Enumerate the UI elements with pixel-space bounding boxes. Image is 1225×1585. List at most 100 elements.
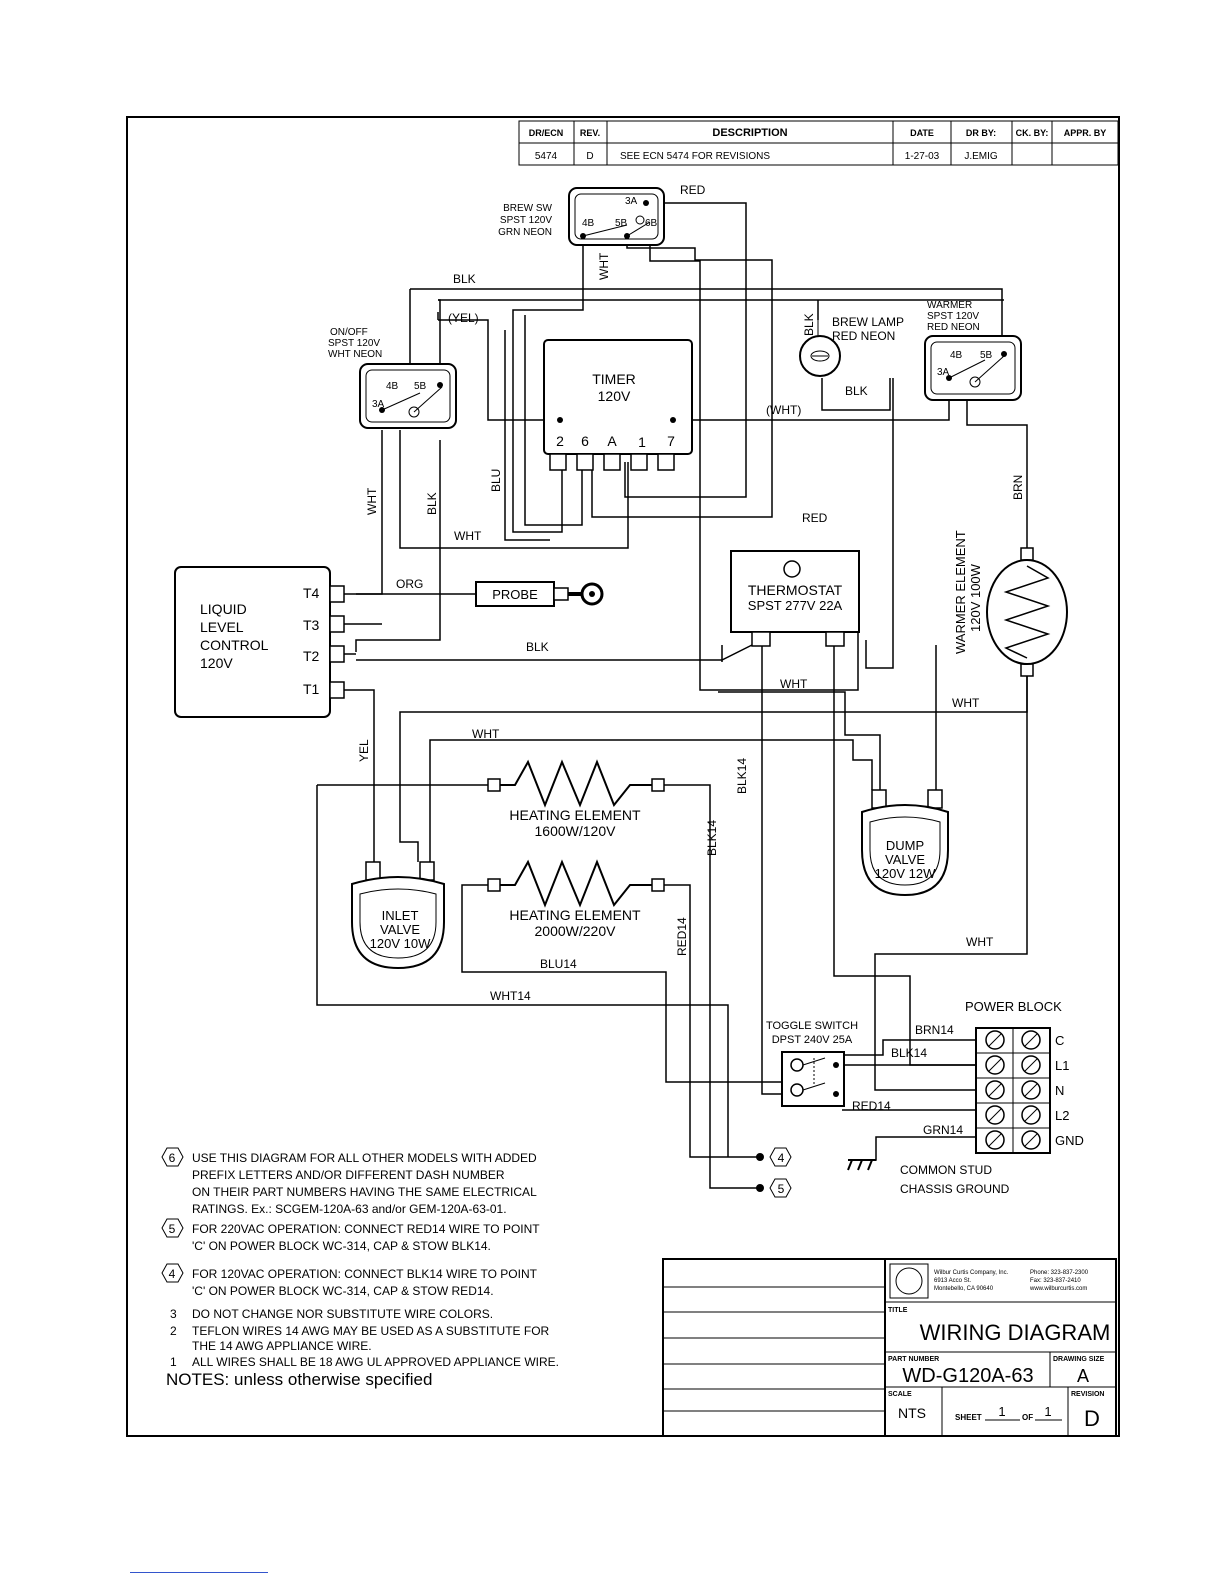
note-2-line2: THE 14 AWG APPLIANCE WIRE. — [192, 1339, 372, 1353]
revision-value: D — [1084, 1406, 1100, 1431]
timer-pin-2: 2 — [556, 433, 564, 449]
llc-label4: 120V — [200, 655, 233, 671]
onoff-label1: ON/OFF — [330, 327, 368, 338]
rev-ecn: 5474 — [535, 151, 558, 162]
onoff-t5b: 5B — [414, 381, 427, 392]
drawing-title: WIRING DIAGRAM — [920, 1320, 1111, 1345]
dump-valve-label2: VALVE — [885, 852, 925, 867]
note-4-marker: 4 — [169, 1267, 176, 1281]
rev-header-rev: REV. — [580, 128, 600, 138]
timer-pin-6: 6 — [581, 433, 589, 449]
note-5-line2: 'C' ON POWER BLOCK WC-314, CAP & STOW BL… — [192, 1239, 491, 1253]
inlet-valve-label2: VALVE — [380, 922, 420, 937]
warmer-t4b: 4B — [950, 350, 963, 361]
brew-sw-label3: GRN NEON — [498, 227, 552, 238]
drawing-size-label: DRAWING SIZE — [1053, 1356, 1105, 1363]
note-6-line3: ON THEIR PART NUMBERS HAVING THE SAME EL… — [192, 1185, 537, 1199]
warmer-label1: WARMER — [927, 300, 972, 311]
title-block: Wilbur Curtis Company, Inc. 6913 Acco St… — [662, 1258, 1117, 1437]
revision-label: REVISION — [1071, 1391, 1104, 1398]
warmer-element-label2: 120V 100W — [968, 563, 983, 632]
wire-brn14: BRN14 — [915, 1023, 954, 1037]
note-1-num: 1 — [170, 1355, 177, 1369]
note-1: ALL WIRES SHALL BE 18 AWG UL APPROVED AP… — [192, 1355, 559, 1369]
rev-letter: D — [586, 151, 593, 162]
drawing-size: A — [1077, 1366, 1089, 1386]
brew-sw-t5b: 5B — [615, 218, 628, 229]
note-3-num: 3 — [170, 1307, 177, 1321]
chassis-ground-icon — [847, 1159, 876, 1171]
brew-lamp: BREW LAMP RED NEON — [799, 315, 904, 377]
timer-label2: 120V — [598, 388, 631, 404]
part-number: WD-G120A-63 — [902, 1365, 1033, 1387]
pb-terminal-c: C — [1055, 1033, 1064, 1048]
point-5: 5 — [778, 1182, 785, 1196]
power-block: POWER BLOCK C L1 N L2 GND — [965, 999, 1084, 1154]
toggle-switch: TOGGLE SWITCH DPST 240V 25A — [766, 1020, 858, 1107]
heating1-label2: 1600W/120V — [535, 823, 617, 839]
wire-blk-top: BLK — [453, 272, 476, 286]
scale-label: SCALE — [888, 1391, 912, 1398]
company-web: www.wilburcurtis.com — [1029, 1286, 1087, 1292]
ground-label1: COMMON STUD — [900, 1163, 992, 1177]
notes-heading: NOTES: unless otherwise specified — [166, 1370, 432, 1389]
note-4-line1: FOR 120VAC OPERATION: CONNECT BLK14 WIRE… — [192, 1267, 538, 1281]
wire-red-mid: RED — [802, 511, 828, 525]
wire-wht-brew: WHT — [597, 252, 611, 280]
power-block-label: POWER BLOCK — [965, 999, 1062, 1014]
pb-terminal-gnd: GND — [1055, 1133, 1084, 1148]
inlet-valve-label1: INLET — [382, 908, 419, 923]
rev-drby: J.EMIG — [964, 151, 998, 162]
brew-sw-label1: BREW SW — [503, 203, 552, 214]
llc-t1: T1 — [303, 681, 320, 697]
wire-wht-inlet: WHT — [472, 727, 500, 741]
wire-red14-pb: RED14 — [852, 1099, 891, 1113]
note-6-line4: RATINGS. Ex.: SCGEM-120A-63 and/or GEM-1… — [192, 1202, 507, 1216]
wire-labels: RED BLK (YEL) WHT BLK BLK (WHT) BLU WHT … — [357, 183, 1025, 1137]
note-6-marker: 6 — [169, 1151, 176, 1165]
liquid-level-control: LIQUID LEVEL CONTROL 120V T4 T3 T2 T1 — [174, 566, 356, 718]
timer: TIMER 120V 2 6 A 1 7 — [543, 339, 693, 471]
pb-terminal-l1: L1 — [1055, 1058, 1069, 1073]
onoff-label3: WHT NEON — [328, 349, 382, 360]
heating1-label1: HEATING ELEMENT — [509, 807, 641, 823]
onoff-t3a: 3A — [372, 399, 385, 410]
inlet-valve-label3: 120V 10W — [370, 936, 431, 951]
thermostat-label2: SPST 277V 22A — [748, 598, 843, 613]
timer-label1: TIMER — [592, 371, 636, 387]
timer-pin-1: 1 — [638, 434, 646, 450]
timer-pin-a: A — [607, 433, 617, 449]
footer-link-line — [130, 1572, 268, 1573]
wire-blk-v: BLK — [425, 492, 439, 515]
wire-wht-pb: WHT — [966, 935, 994, 949]
note-6-line1: USE THIS DIAGRAM FOR ALL OTHER MODELS WI… — [192, 1151, 537, 1165]
rev-header-apprby: APPR. BY — [1064, 128, 1107, 138]
heating-element-1: HEATING ELEMENT 1600W/120V — [487, 759, 665, 839]
note-6-line2: PREFIX LETTERS AND/OR DIFFERENT DASH NUM… — [192, 1168, 505, 1182]
rev-date: 1-27-03 — [905, 151, 940, 162]
dump-valve-label1: DUMP — [886, 838, 924, 853]
title-label: TITLE — [888, 1307, 908, 1314]
brew-sw-t4b: 4B — [582, 218, 595, 229]
company-line1: Wilbur Curtis Company, Inc. — [934, 1270, 1009, 1276]
warmer-element: WARMER ELEMENT 120V 100W — [953, 530, 1068, 677]
dump-valve-label3: 120V 12W — [875, 866, 936, 881]
heating-element-2: HEATING ELEMENT 2000W/220V — [487, 859, 665, 939]
of-label: OF — [1022, 1413, 1033, 1422]
connection-points: 4 5 — [756, 1147, 792, 1198]
wire-blk-lamp: BLK — [845, 384, 868, 398]
note-5-line1: FOR 220VAC OPERATION: CONNECT RED14 WIRE… — [192, 1222, 540, 1236]
heating2-label1: HEATING ELEMENT — [509, 907, 641, 923]
onoff-switch: 4B 5B 3A ON/OFF SPST 120V WHT NEON — [328, 327, 457, 429]
wire-wht-therm: WHT — [780, 677, 808, 691]
rev-header-drby: DR BY: — [966, 128, 996, 138]
toggle-label1: TOGGLE SWITCH — [766, 1020, 858, 1032]
note-4-line2: 'C' ON POWER BLOCK WC-314, CAP & STOW RE… — [192, 1284, 494, 1298]
wire-blu: BLU — [489, 469, 503, 492]
pb-terminal-n: N — [1055, 1083, 1064, 1098]
wire-wht-v: WHT — [365, 487, 379, 515]
warmer-t5b: 5B — [980, 350, 993, 361]
thermostat-label1: THERMOSTAT — [748, 582, 843, 598]
rev-header-ckby: CK. BY: — [1016, 128, 1049, 138]
wire-blk14-pb: BLK14 — [891, 1046, 927, 1060]
